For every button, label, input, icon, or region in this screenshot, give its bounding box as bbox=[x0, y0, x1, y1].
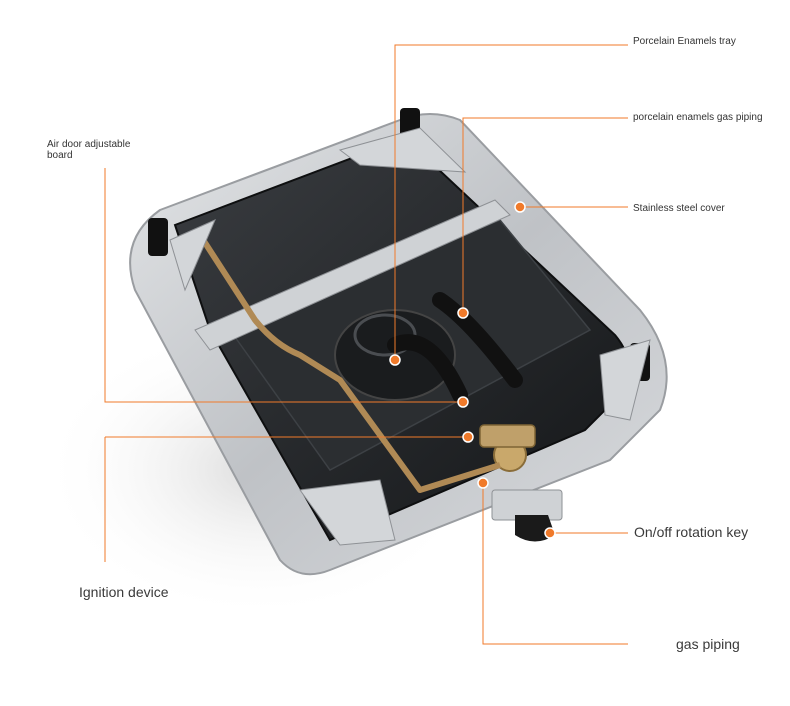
label-enamel-tray: Porcelain Enamels tray bbox=[633, 36, 736, 47]
label-on-off-key: On/off rotation key bbox=[634, 524, 749, 540]
leader-lines bbox=[104, 44, 628, 645]
label-enamel-gas-piping: porcelain enamels gas piping bbox=[633, 112, 763, 123]
label-gas-piping: gas piping bbox=[676, 636, 740, 652]
label-air-door-board: Air door adjustable board bbox=[47, 139, 131, 161]
corner-brackets bbox=[169, 127, 651, 546]
callout-dots bbox=[389, 201, 556, 539]
label-stainless-cover: Stainless steel cover bbox=[633, 203, 725, 214]
label-ignition-device: Ignition device bbox=[79, 584, 169, 600]
enamel-pipe-1 bbox=[387, 334, 468, 403]
brass-gas-pipe bbox=[197, 233, 501, 493]
valve-body bbox=[479, 424, 536, 448]
enamel-pipe-2 bbox=[432, 292, 523, 388]
